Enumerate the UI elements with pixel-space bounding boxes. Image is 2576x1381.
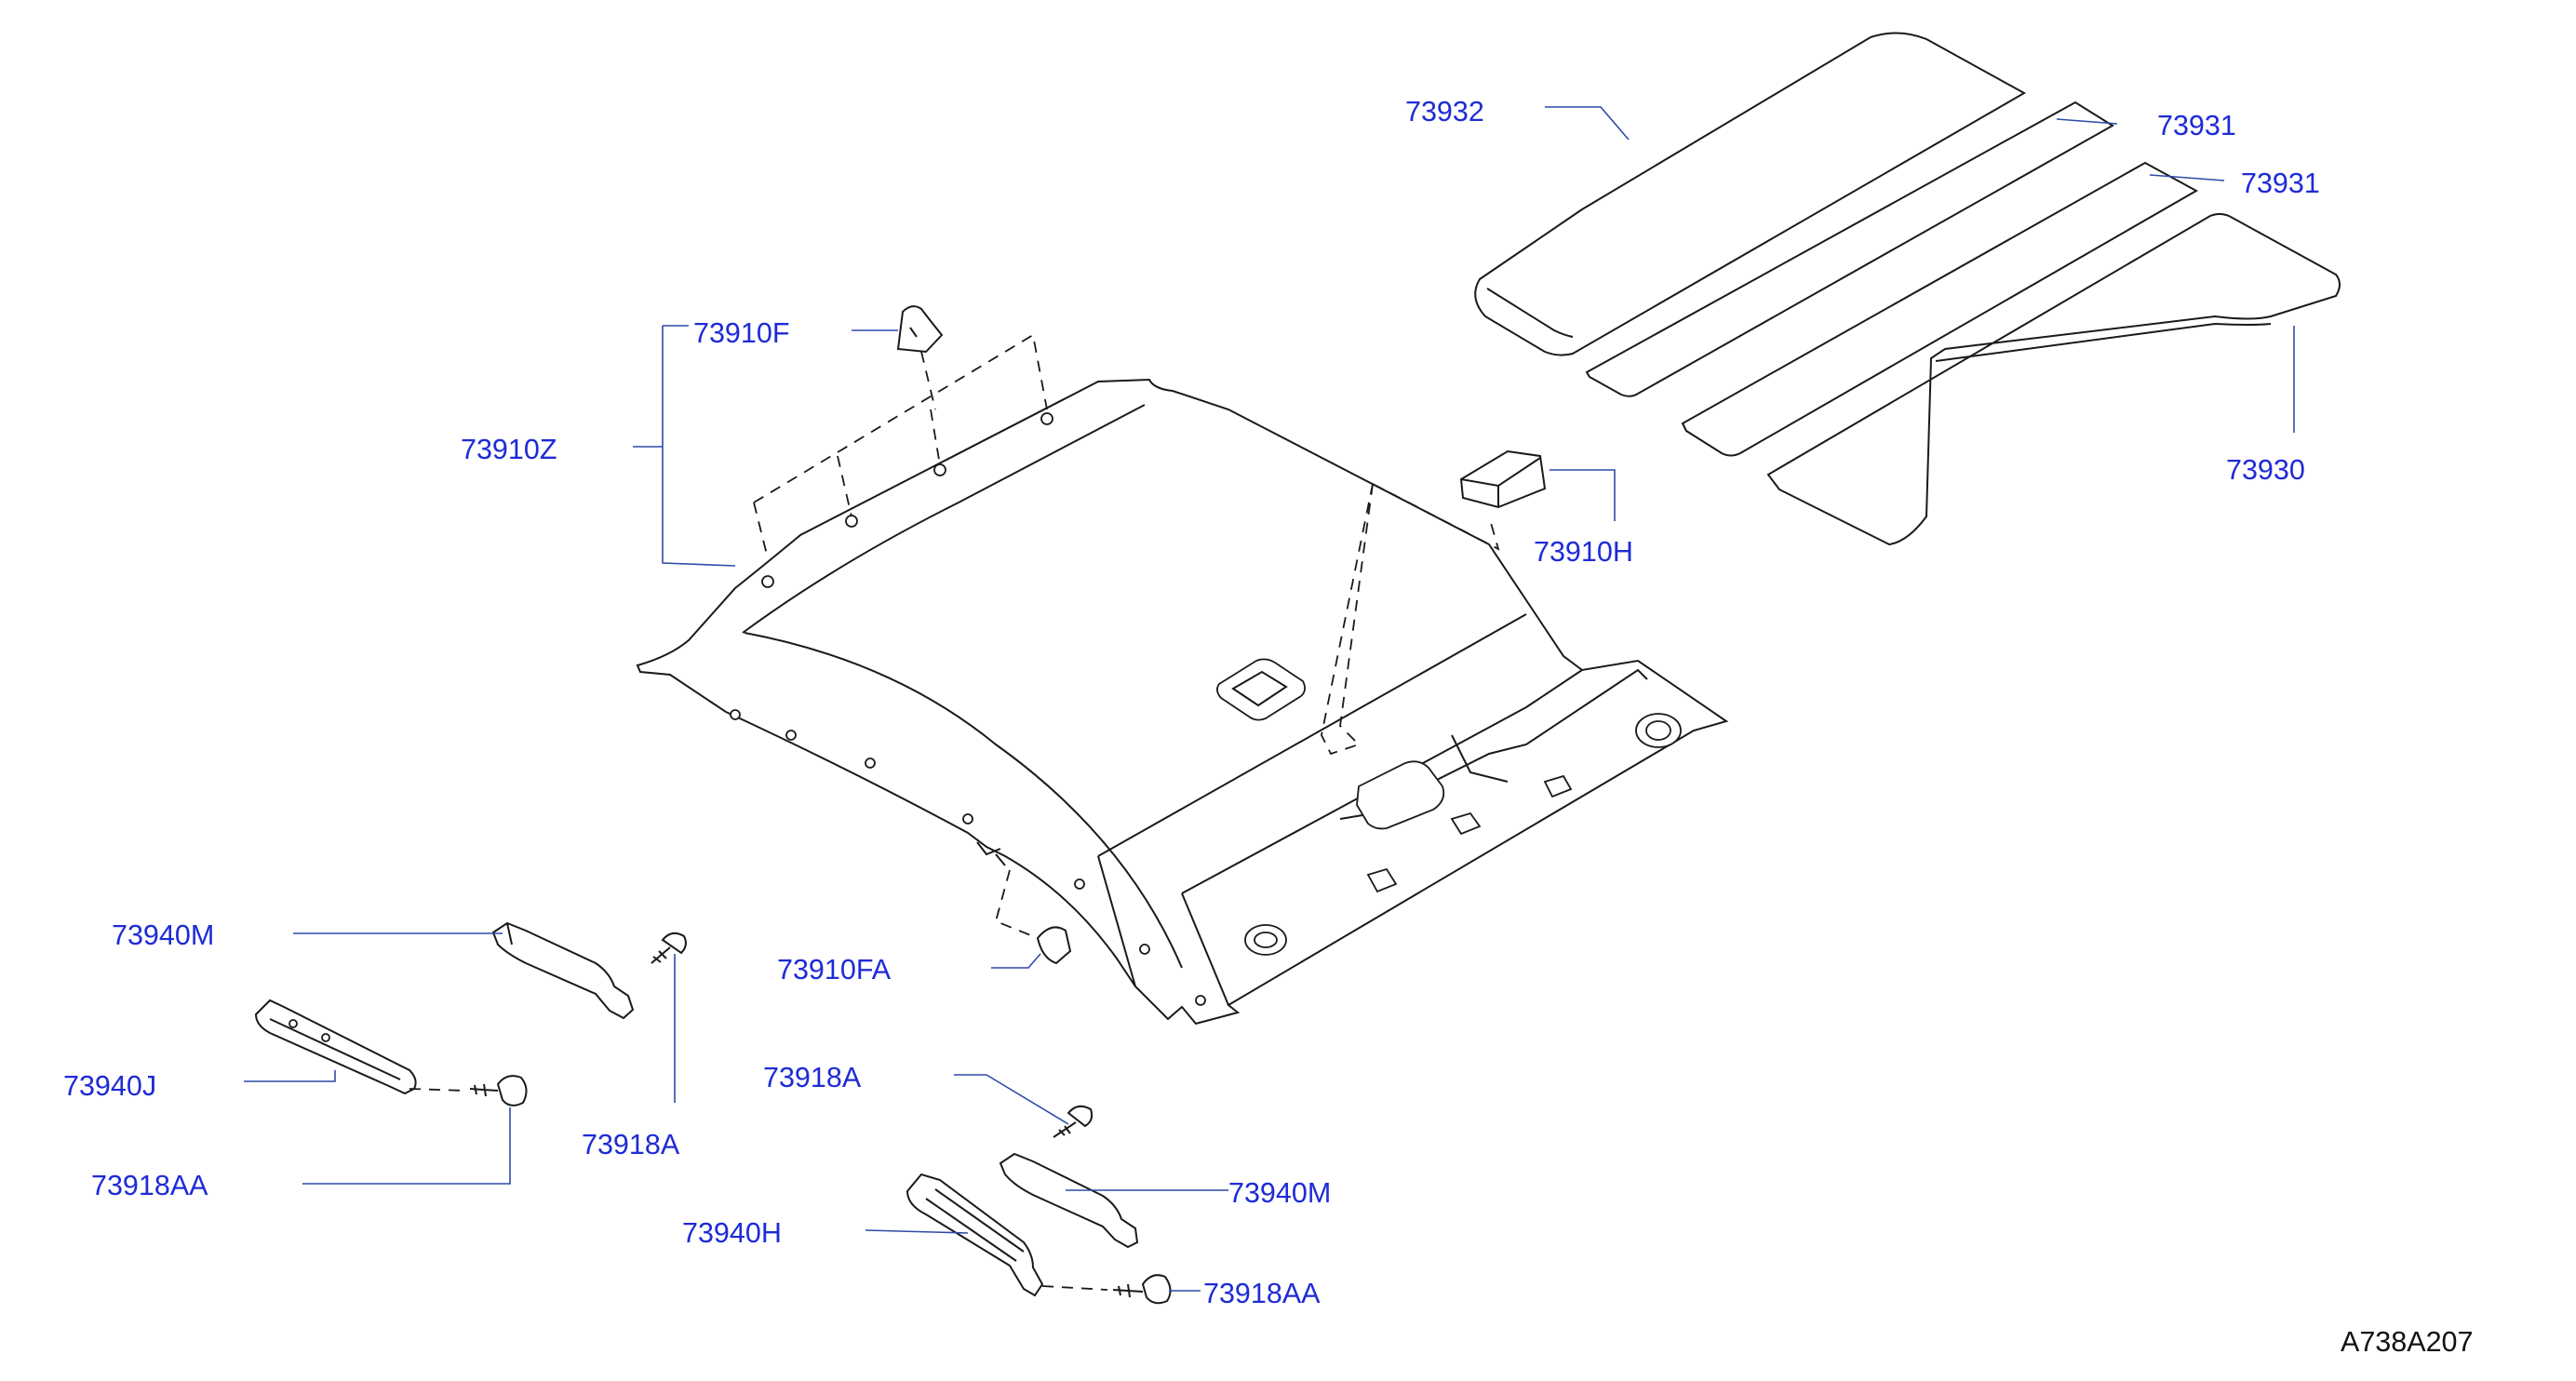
pad-73932 [1474, 32, 2027, 356]
clip-73918AA-left [469, 1075, 528, 1106]
screw-73918A-left [651, 932, 687, 964]
label-73910F: 73910F [693, 317, 789, 349]
clip-73918AA-right [1112, 1274, 1172, 1305]
label-73940J: 73940J [63, 1070, 156, 1102]
headlining-73910 [636, 378, 1729, 1026]
label-73940M-right: 73940M [1228, 1177, 1331, 1209]
label-73931-upper: 73931 [2157, 110, 2236, 141]
bracket-73940J [254, 999, 417, 1095]
leader-lines [244, 106, 2295, 1292]
pad-73930 [1766, 213, 2341, 546]
clip-73910F [896, 305, 944, 354]
label-73930: 73930 [2226, 454, 2305, 486]
label-73940H: 73940H [682, 1217, 782, 1249]
screw-73918A-right [1053, 1105, 1093, 1138]
label-73918AA-left: 73918AA [91, 1170, 208, 1201]
label-73910Z: 73910Z [461, 434, 557, 465]
grip-73940M-right [999, 1152, 1139, 1249]
bracket-73940H [906, 1173, 1044, 1297]
pad-73910H [1459, 449, 1547, 509]
pad-73931-lower [1681, 161, 2199, 457]
diagram-reference-code: A738A207 [2341, 1326, 2473, 1358]
label-73910H: 73910H [1534, 536, 1633, 568]
label-73940M-left: 73940M [112, 919, 214, 951]
grip-73940M-left [491, 921, 635, 1020]
label-73918A-right: 73918A [763, 1062, 862, 1093]
pad-73931-upper [1585, 101, 2114, 397]
label-73918AA-right: 73918AA [1203, 1278, 1321, 1309]
clip-73910FA [1036, 926, 1072, 965]
label-73931-lower: 73931 [2241, 168, 2320, 199]
label-73932: 73932 [1405, 96, 1484, 127]
label-73910FA: 73910FA [777, 954, 892, 985]
label-73918A-left: 73918A [582, 1129, 680, 1160]
